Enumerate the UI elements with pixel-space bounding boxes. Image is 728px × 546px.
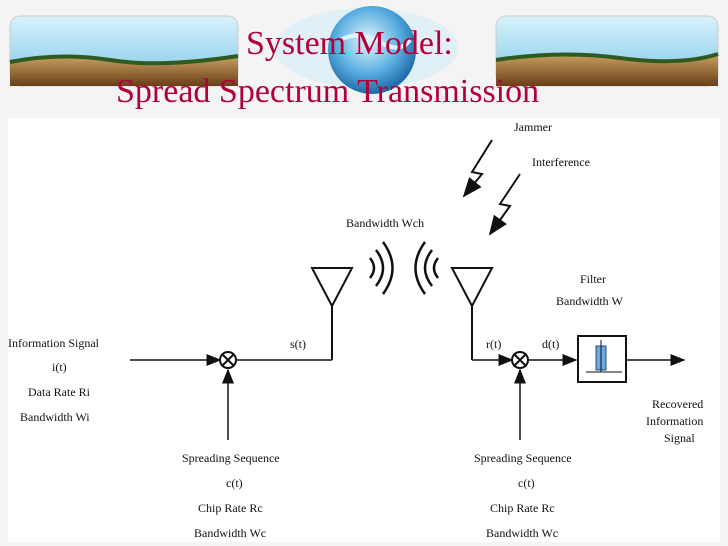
info-signal-label: Information Signal xyxy=(8,336,100,350)
transmit-multiplier-icon xyxy=(219,351,237,369)
jammer-label: Jammer xyxy=(514,120,552,134)
tx-rate-label: Chip Rate Rc xyxy=(198,501,263,515)
tx-seq-label: Spreading Sequence xyxy=(182,451,280,465)
radio-waves-icon xyxy=(368,241,440,295)
receive-antenna-icon xyxy=(450,267,494,360)
filter-block xyxy=(577,335,627,383)
globe-icon xyxy=(274,6,458,94)
filter-bandwidth-label: Bandwidth W xyxy=(556,294,623,308)
rt-label: r(t) xyxy=(486,337,501,351)
dt-label: d(t) xyxy=(542,337,559,351)
slide-title-line1: System Model: xyxy=(246,25,453,62)
left-landscape-panel xyxy=(9,15,239,87)
st-label: s(t) xyxy=(290,337,306,351)
right-landscape-panel xyxy=(495,15,719,87)
rx-bw-label: Bandwidth Wc xyxy=(486,526,558,540)
filter-label: Filter xyxy=(580,272,606,286)
recovered-label-2: Information xyxy=(646,414,703,428)
rx-ct-label: c(t) xyxy=(518,476,535,490)
jammer-lightning-icon xyxy=(462,139,493,198)
rx-rate-label: Chip Rate Rc xyxy=(490,501,555,515)
tx-ct-label: c(t) xyxy=(226,476,243,490)
slide-title-line2: Spread Spectrum Transmission xyxy=(116,73,540,110)
info-rate-label: Data Rate Ri xyxy=(28,385,91,399)
interference-label: Interference xyxy=(532,155,590,169)
info-it-label: i(t) xyxy=(52,360,67,374)
transmit-antenna-icon xyxy=(310,267,354,360)
rx-seq-label: Spreading Sequence xyxy=(474,451,572,465)
bandwidth-channel-label: Bandwidth Wch xyxy=(346,216,424,230)
diagram-panel xyxy=(8,118,720,542)
info-bw-label: Bandwidth Wi xyxy=(20,410,90,424)
tx-bw-label: Bandwidth Wc xyxy=(194,526,266,540)
recovered-label-3: Signal xyxy=(664,431,695,445)
interference-lightning-icon xyxy=(488,173,521,236)
receive-multiplier-icon xyxy=(511,351,529,369)
recovered-label-1: Recovered xyxy=(652,397,703,411)
header-banner xyxy=(9,6,719,94)
